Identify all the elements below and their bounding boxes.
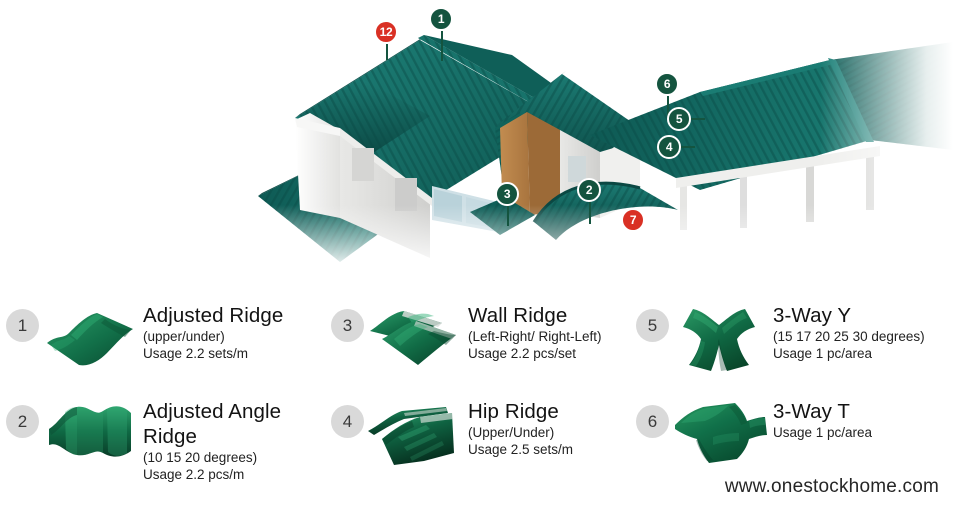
callout-stem-1 [441,31,443,61]
legend-sub-1b: Usage 2.2 sets/m [143,346,249,361]
callout-stem-3 [507,206,509,226]
legend-badge-2: 2 [6,405,39,438]
legend-sub-2a: (10 15 20 degrees) [143,450,258,465]
legend-title-3: Wall Ridge [468,304,568,327]
ridge-cap-main [418,35,566,120]
callout-stem-2 [589,202,591,224]
legend-item-2[interactable]: 2 Adjusted Angle Ridge (10 15 20 degrees… [6,395,318,483]
callout-stem-5 [691,118,705,120]
marker-7[interactable]: 7 [621,208,645,232]
marker-1[interactable]: 1 [429,7,453,31]
marker-4[interactable]: 4 [657,135,681,159]
marker-2[interactable]: 2 [577,178,601,202]
three-way-y-tile-icon [669,299,773,377]
callout-stem-4 [681,146,695,148]
legend-item-4[interactable]: 4 Hip Ridge (Upp [331,395,573,473]
legend-text-2: Adjusted Angle Ridge (10 15 20 degrees) … [143,395,318,483]
product-legend: 1 Adjusted Ridge (upper/under) Usage 2.2… [0,285,953,506]
three-way-t-tile-icon [669,395,773,473]
house-3d-drawing [0,0,953,285]
legend-sub-3b: Usage 2.2 pcs/set [468,346,577,361]
roof-main-left [295,36,560,200]
legend-title-1: Adjusted Ridge [143,304,284,327]
legend-sub-5a: (15 17 20 25 30 degrees) [773,329,925,344]
legend-sub-3a: (Left-Right/ Right-Left) [468,329,602,344]
marker-6[interactable]: 6 [655,72,679,96]
legend-sub-2b: Usage 2.2 pcs/m [143,467,245,482]
roof-illustration: 1 12 6 5 4 3 2 7 [0,0,953,285]
legend-badge-6: 6 [636,405,669,438]
legend-item-6[interactable]: 6 3-Way T Usage 1 pc/area [636,395,872,473]
legend-text-6: 3-Way T Usage 1 pc/area [773,395,872,441]
adjusted-ridge-tile-icon [39,299,143,377]
callout-stem-6 [667,96,669,120]
marker-12[interactable]: 12 [374,20,398,44]
callout-stem-12 [386,44,388,60]
legend-title-4: Hip Ridge [468,400,559,423]
legend-text-3: Wall Ridge (Left-Right/ Right-Left) Usag… [468,299,602,362]
legend-title-5: 3-Way Y [773,304,852,327]
legend-badge-4: 4 [331,405,364,438]
website-url[interactable]: www.onestockhome.com [724,476,939,497]
marker-5[interactable]: 5 [667,107,691,131]
legend-item-3[interactable]: 3 Wall Ridge (Left-Right/ [331,299,602,377]
legend-sub-1a: (upper/under) [143,329,225,344]
legend-badge-5: 5 [636,309,669,342]
legend-badge-1: 1 [6,309,39,342]
wall-ridge-tile-icon [364,299,468,377]
window [395,178,417,211]
legend-item-5[interactable]: 5 3-Way Y (15 17 20 25 30 degrees) Usage… [636,299,925,377]
legend-sub-6a: Usage 1 pc/area [773,425,873,440]
legend-badge-3: 3 [331,309,364,342]
legend-sub-4a: (Upper/Under) [468,425,555,440]
legend-text-1: Adjusted Ridge (upper/under) Usage 2.2 s… [143,299,283,362]
legend-title-2: Adjusted Angle Ridge [143,400,282,448]
adjusted-angle-ridge-tile-icon [39,395,143,473]
legend-sub-4b: Usage 2.5 sets/m [468,442,574,457]
hip-ridge-tile-icon [364,395,468,473]
legend-text-5: 3-Way Y (15 17 20 25 30 degrees) Usage 1… [773,299,925,362]
marker-3[interactable]: 3 [495,182,519,206]
window [352,148,374,181]
legend-sub-5b: Usage 1 pc/area [773,346,873,361]
legend-title-6: 3-Way T [773,400,851,423]
legend-text-4: Hip Ridge (Upper/Under) Usage 2.5 sets/m [468,395,573,458]
legend-item-1[interactable]: 1 Adjusted Ridge (upper/under) Usage 2.2… [6,299,283,377]
